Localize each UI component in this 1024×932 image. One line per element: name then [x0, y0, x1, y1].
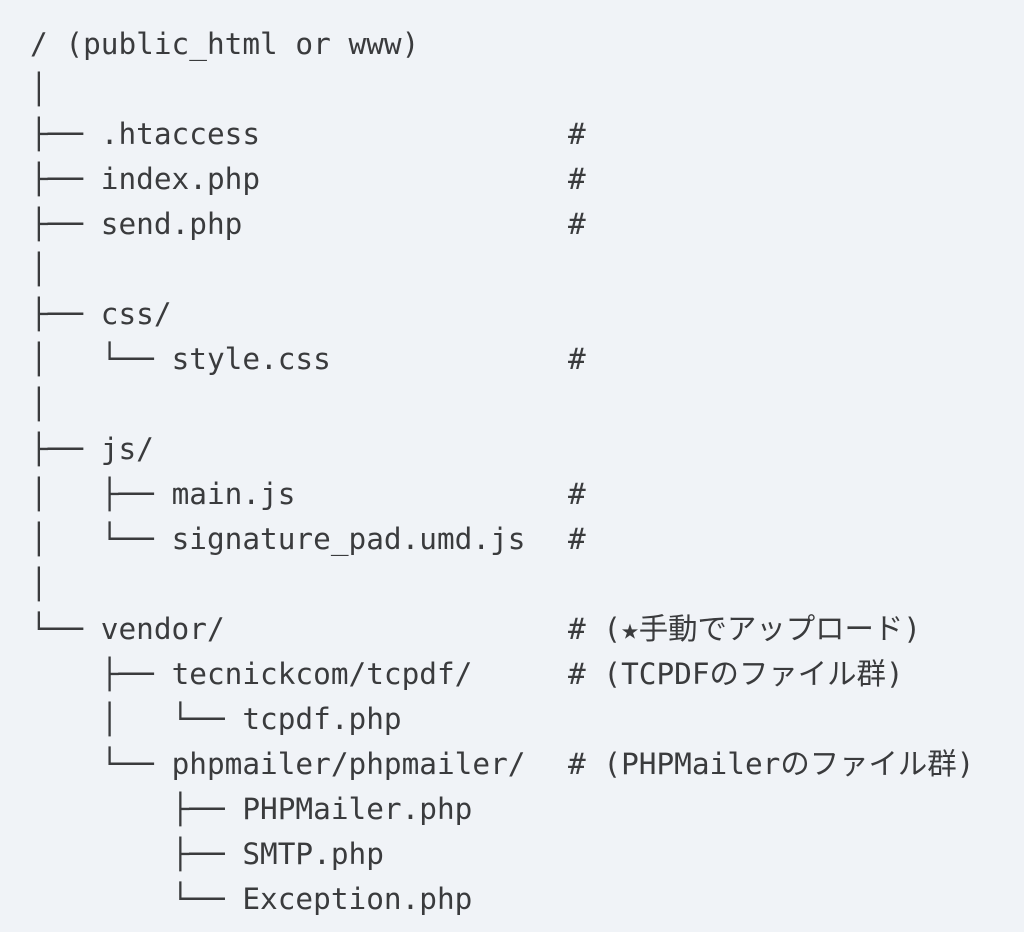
tree-prefix: │ └──	[30, 522, 172, 556]
tree-prefix: │	[30, 72, 48, 106]
tree-root: / (public_html or www)	[30, 27, 420, 61]
tree-entry-name: signature_pad.umd.js	[171, 522, 526, 556]
tree-comment: #	[568, 342, 586, 376]
tree-line: └── vendor/ # (★手動でアップロード)	[0, 607, 1024, 652]
tree-line: ├── index.php #	[0, 157, 1024, 202]
tree-comment: # (PHPMailerのファイル群)	[568, 747, 975, 781]
tree-line: ├── SMTP.php	[0, 832, 1024, 877]
tree-line: ├── PHPMailer.php	[0, 787, 1024, 832]
tree-line: │ ├── main.js #	[0, 472, 1024, 517]
tree-comment: #	[568, 477, 586, 511]
tree-prefix: ├──	[30, 432, 101, 466]
tree-line: ├── js/	[0, 427, 1024, 472]
tree-prefix: │	[30, 387, 48, 421]
tree-prefix: ├──	[30, 792, 243, 826]
tree-entry-name: js/	[100, 432, 154, 466]
tree-prefix: ├──	[30, 162, 101, 196]
tree-entry-name: tcpdf.php	[242, 702, 402, 736]
tree-prefix: ├──	[30, 207, 101, 241]
tree-prefix: │ └──	[30, 342, 172, 376]
tree-line: │	[0, 247, 1024, 292]
tree-entry-name: vendor/	[100, 612, 225, 646]
tree-entry-name: main.js	[171, 477, 296, 511]
tree-prefix: └──	[30, 882, 243, 916]
tree-line: │ └── tcpdf.php	[0, 697, 1024, 742]
tree-entry-name: Exception.php	[242, 882, 473, 916]
tree-entry-name: send.php	[100, 207, 243, 241]
tree-comment: #	[568, 207, 586, 241]
tree-prefix: └──	[30, 747, 172, 781]
tree-entry-name: tecnickcom/tcpdf/	[171, 657, 473, 691]
tree-entry-name: PHPMailer.php	[242, 792, 473, 826]
tree-line: ├── css/	[0, 292, 1024, 337]
tree-prefix: │	[30, 252, 48, 286]
tree-entry-name: SMTP.php	[242, 837, 384, 871]
tree-prefix: ├──	[30, 117, 101, 151]
tree-comment: #	[568, 522, 586, 556]
tree-line: ├── send.php #	[0, 202, 1024, 247]
tree-entry-name: phpmailer/phpmailer/	[171, 747, 526, 781]
tree-prefix: │	[30, 567, 48, 601]
tree-comment: # (★手動でアップロード)	[568, 612, 921, 646]
tree-entry-name: index.php	[100, 162, 261, 196]
tree-comment: #	[568, 162, 586, 196]
tree-comment: # (TCPDFのファイル群)	[568, 657, 904, 691]
tree-line: └── phpmailer/phpmailer/ # (PHPMailerのファイ…	[0, 742, 1024, 787]
tree-line: │ └── signature_pad.umd.js #	[0, 517, 1024, 562]
tree-prefix: │ └──	[30, 702, 243, 736]
tree-line: ├── tecnickcom/tcpdf/ # (TCPDFのファイル群)	[0, 652, 1024, 697]
tree-entry-name: style.css	[171, 342, 331, 376]
tree-line: │	[0, 562, 1024, 607]
tree-entry-name: .htaccess	[100, 117, 261, 151]
tree-line: │ └── style.css #	[0, 337, 1024, 382]
tree-line: ├── .htaccess #	[0, 112, 1024, 157]
tree-line: └── Exception.php	[0, 877, 1024, 922]
tree-prefix: │ ├──	[30, 477, 172, 511]
tree-prefix: └──	[30, 612, 101, 646]
tree-prefix: ├──	[30, 297, 101, 331]
tree-line: / (public_html or www)	[0, 22, 1024, 67]
tree-line: │	[0, 382, 1024, 427]
tree-comment: #	[568, 117, 586, 151]
tree-entry-name: css/	[100, 297, 172, 331]
tree-prefix: ├──	[30, 837, 243, 871]
tree-line: │	[0, 67, 1024, 112]
tree-prefix: ├──	[30, 657, 172, 691]
